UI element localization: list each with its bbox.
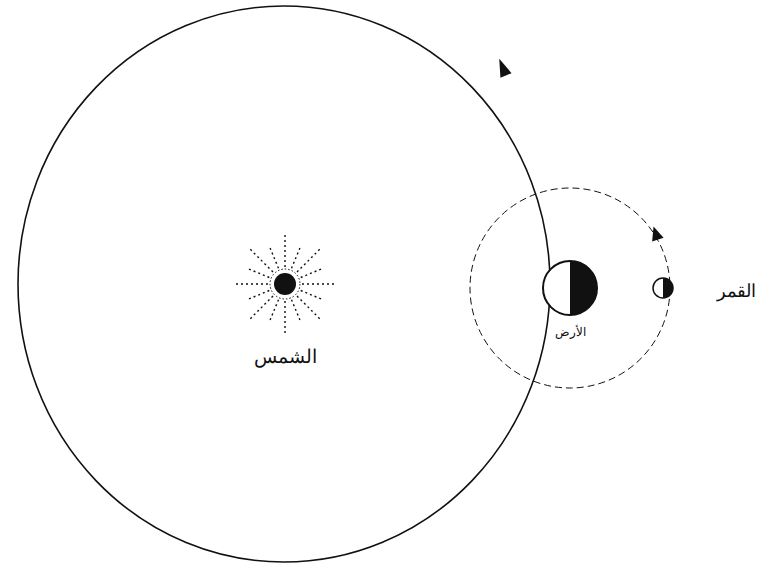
sun-label: الشمس [254,346,317,367]
orbit-arrowhead [494,56,512,77]
sun-symbol [233,232,337,336]
moon-orbit [470,188,670,388]
earth-label: الأرض [555,326,586,339]
moon-symbol [653,278,673,298]
earth-orbit [18,6,550,562]
earth-symbol [543,261,597,315]
moon-label: القمر [717,281,756,301]
orbit-arrowhead [648,225,664,242]
